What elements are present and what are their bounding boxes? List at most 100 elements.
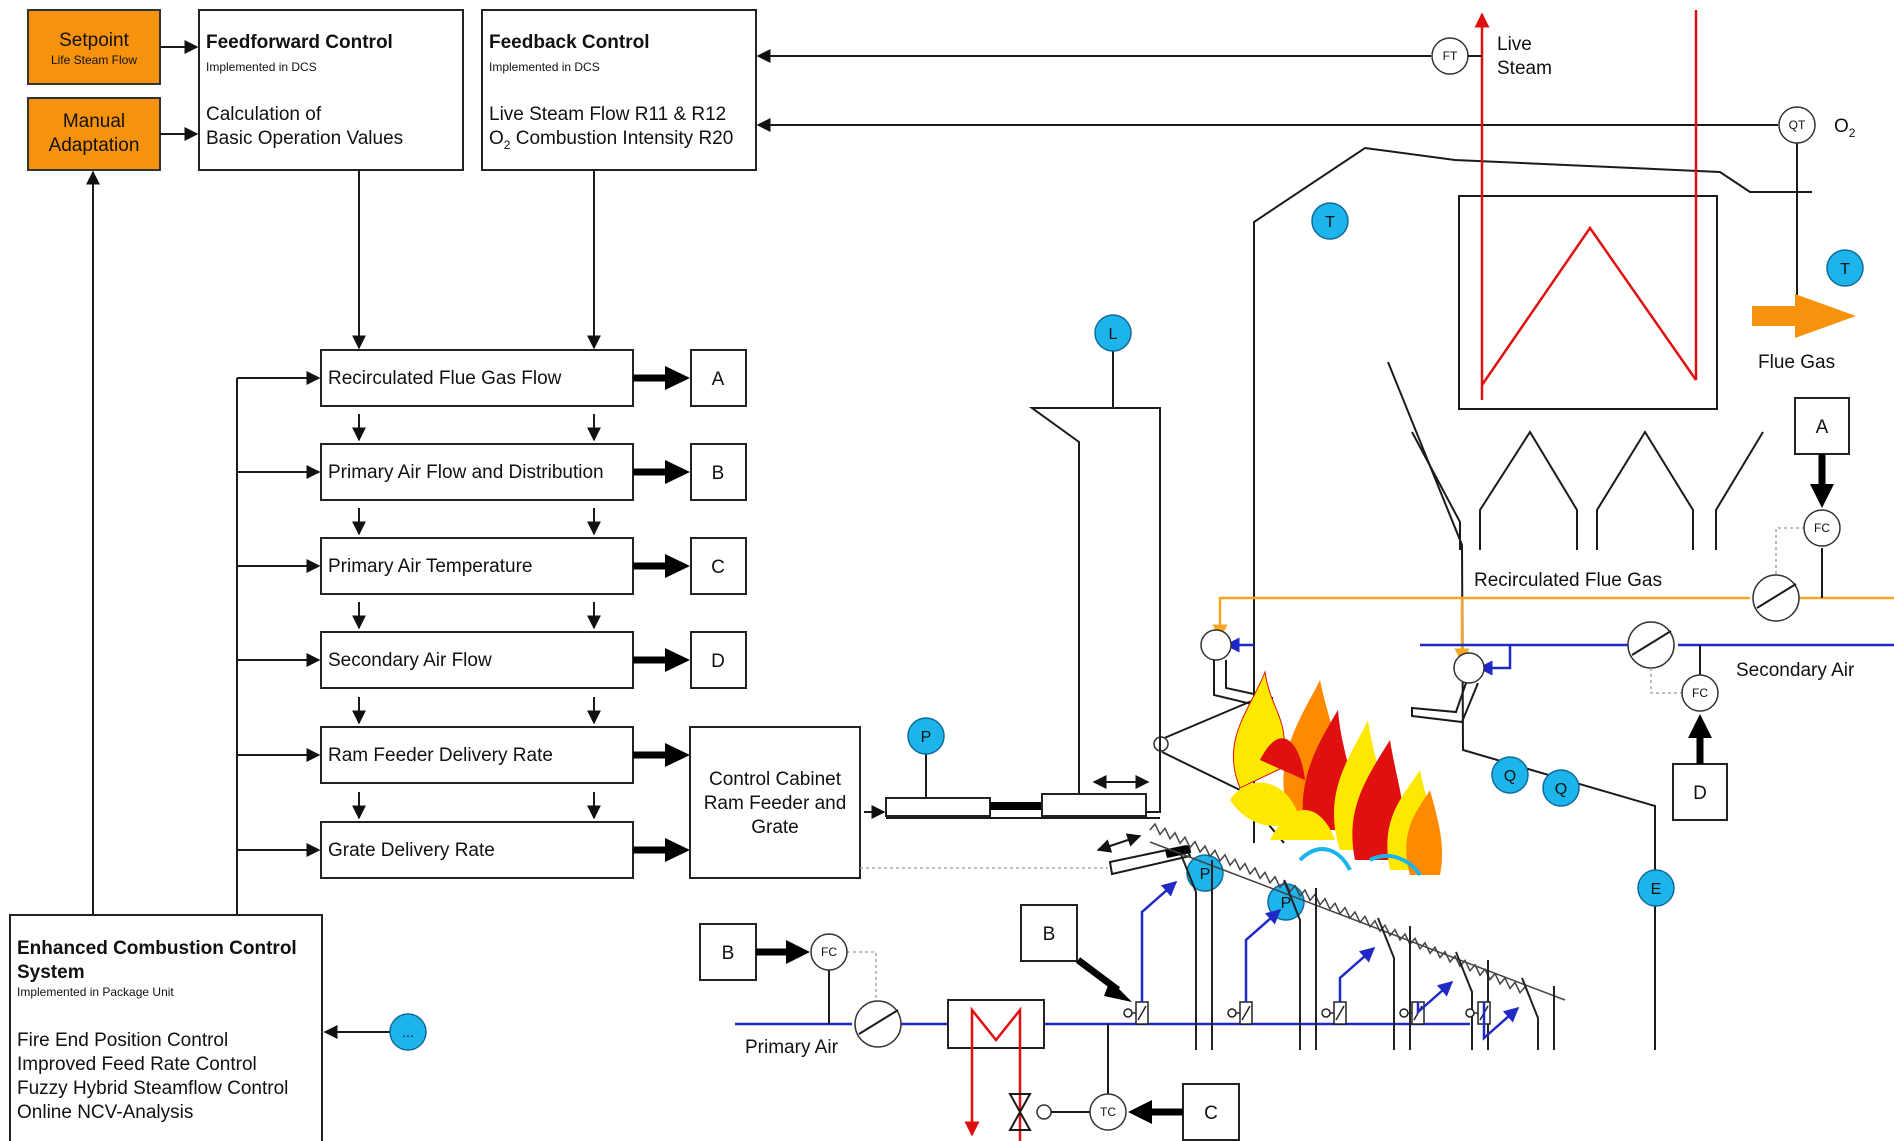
enhanced-bus-lines [86, 170, 321, 915]
svg-text:A: A [712, 369, 725, 390]
svg-text:Ram Feeder and: Ram Feeder and [704, 793, 847, 814]
recirc-fan [1752, 574, 1800, 622]
o2-label: O2 [1834, 116, 1856, 140]
manual-adaptation-box[interactable]: Manual Adaptation [27, 97, 161, 171]
grate-drive [1096, 833, 1192, 876]
feedforward-line2: Basic Operation Values [206, 128, 403, 149]
svg-text:C: C [711, 557, 725, 578]
quality-sensor[interactable]: Q [1542, 769, 1580, 807]
output-c-box: C [690, 537, 747, 595]
feedback-line1: Live Steam Flow R11 & R12 [489, 104, 726, 125]
tc-instrument[interactable]: TC [1089, 1093, 1127, 1131]
primary-c-box: C [1182, 1083, 1240, 1141]
svg-text:Grate: Grate [751, 817, 799, 838]
svg-text:B: B [712, 463, 725, 484]
ram-feeder [864, 775, 1160, 819]
recirc-fc-dotted [1775, 527, 1805, 576]
secondary-fc-instrument[interactable]: FC [1681, 674, 1719, 712]
svg-text:FC: FC [1692, 686, 1708, 700]
svg-text:L: L [1109, 326, 1118, 343]
output-b-box: B [690, 443, 747, 501]
e-sensor[interactable]: E [1637, 869, 1675, 907]
control-cabinet-box[interactable]: Control Cabinet Ram Feeder and Grate [689, 726, 861, 879]
svg-text:D: D [711, 651, 725, 672]
control-block-label: Recirculated Flue Gas Flow [328, 368, 562, 389]
ft-instrument[interactable]: FT [1431, 37, 1469, 75]
fire-flames [1230, 670, 1443, 877]
svg-text:FC: FC [821, 945, 837, 959]
grate [1149, 822, 1566, 1001]
control-block-3[interactable]: Secondary Air Flow [320, 631, 634, 689]
output-a-box: A [690, 349, 747, 407]
temperature-sensor[interactable]: T [1311, 202, 1349, 240]
air-zone-dampers [1123, 851, 1555, 1050]
svg-text:Q: Q [1504, 768, 1516, 785]
svg-text:E: E [1651, 881, 1662, 898]
secondary-air-nozzles [1200, 629, 1485, 724]
setpoint-subtitle: Life Steam Flow [51, 53, 137, 67]
feature-item: Fuzzy Hybrid Steamflow Control [17, 1078, 288, 1099]
secondary-d-box: D [1672, 763, 1728, 821]
enhanced-control-box[interactable]: Enhanced Combustion Control System Imple… [9, 914, 323, 1141]
svg-text:FT: FT [1443, 49, 1458, 63]
control-block-label: Primary Air Flow and Distribution [328, 462, 604, 483]
svg-text:T: T [1325, 214, 1335, 231]
feedback-title: Feedback Control [489, 32, 649, 53]
grate-b-box: B [1020, 904, 1078, 962]
feedforward-title: Feedforward Control [206, 32, 393, 53]
feedforward-line1: Calculation of [206, 104, 322, 125]
inter-block-arrows [352, 414, 601, 820]
qt-instrument[interactable]: QT [1778, 106, 1816, 144]
secondary-air-label: Secondary Air [1736, 660, 1855, 681]
svg-text:...: ... [402, 1024, 414, 1040]
recirc-a-box: A [1794, 397, 1850, 455]
control-block-label: Primary Air Temperature [328, 556, 533, 577]
live-steam-label-1: Live [1497, 34, 1532, 55]
primary-air-label: Primary Air [745, 1037, 839, 1058]
control-block-label: Ram Feeder Delivery Rate [328, 745, 553, 766]
svg-text:A: A [1816, 417, 1829, 438]
live-steam-label-2: Steam [1497, 58, 1552, 79]
manual-line2: Adaptation [49, 135, 140, 156]
control-block-1[interactable]: Primary Air Flow and Distribution [320, 443, 634, 501]
feedback-line2: O2 Combustion Intensity R20 [489, 128, 733, 152]
feedforward-subtitle: Implemented in DCS [206, 60, 317, 74]
pressure-sensor[interactable]: P [907, 717, 945, 755]
control-block-5[interactable]: Grate Delivery Rate [320, 821, 634, 879]
feature-item: Fire End Position Control [17, 1030, 228, 1051]
temperature-sensor[interactable]: T [1826, 249, 1864, 287]
secondary-air-fan [1627, 621, 1675, 669]
svg-text:Control Cabinet: Control Cabinet [709, 769, 842, 790]
svg-text:P: P [1200, 866, 1211, 883]
level-sensor[interactable]: L [1094, 314, 1132, 352]
svg-text:FC: FC [1814, 521, 1830, 535]
ellipsis-sensor[interactable]: ... [389, 1013, 427, 1051]
feature-item: Online NCV-Analysis [17, 1102, 193, 1123]
svg-text:TC: TC [1100, 1105, 1116, 1119]
control-block-4[interactable]: Ram Feeder Delivery Rate [320, 726, 634, 784]
output-d-box: D [690, 631, 747, 689]
control-block-label: Secondary Air Flow [328, 650, 492, 671]
pressure-sensor[interactable]: P [1186, 854, 1224, 892]
block-output-arrows [633, 366, 690, 862]
recirc-flue-gas-pipe [1212, 548, 1894, 664]
control-block-0[interactable]: Recirculated Flue Gas Flow [320, 349, 634, 407]
recirc-fc-instrument[interactable]: FC [1803, 509, 1841, 547]
svg-text:B: B [1043, 924, 1056, 945]
primary-air-system [735, 952, 1470, 1141]
svg-text:QT: QT [1789, 118, 1806, 132]
flue-gas-label: Flue Gas [1758, 352, 1835, 373]
svg-text:P: P [921, 729, 932, 746]
control-block-2[interactable]: Primary Air Temperature [320, 537, 634, 595]
setpoint-box[interactable]: Setpoint Life Steam Flow [27, 9, 161, 85]
feedforward-control-box[interactable]: Feedforward Control Implemented in DCS C… [198, 9, 464, 171]
svg-text:Implemented in Package Unit: Implemented in Package Unit [17, 985, 174, 999]
svg-text:P: P [1281, 895, 1292, 912]
feedback-subtitle: Implemented in DCS [489, 60, 600, 74]
primary-fc-instrument[interactable]: FC [810, 933, 848, 971]
svg-text:Q: Q [1555, 781, 1567, 798]
feedback-control-box[interactable]: Feedback Control Implemented in DCS Live… [481, 9, 757, 171]
svg-text:C: C [1204, 1103, 1218, 1124]
quality-sensor[interactable]: Q [1491, 756, 1529, 794]
feature-item: Improved Feed Rate Control [17, 1054, 257, 1075]
